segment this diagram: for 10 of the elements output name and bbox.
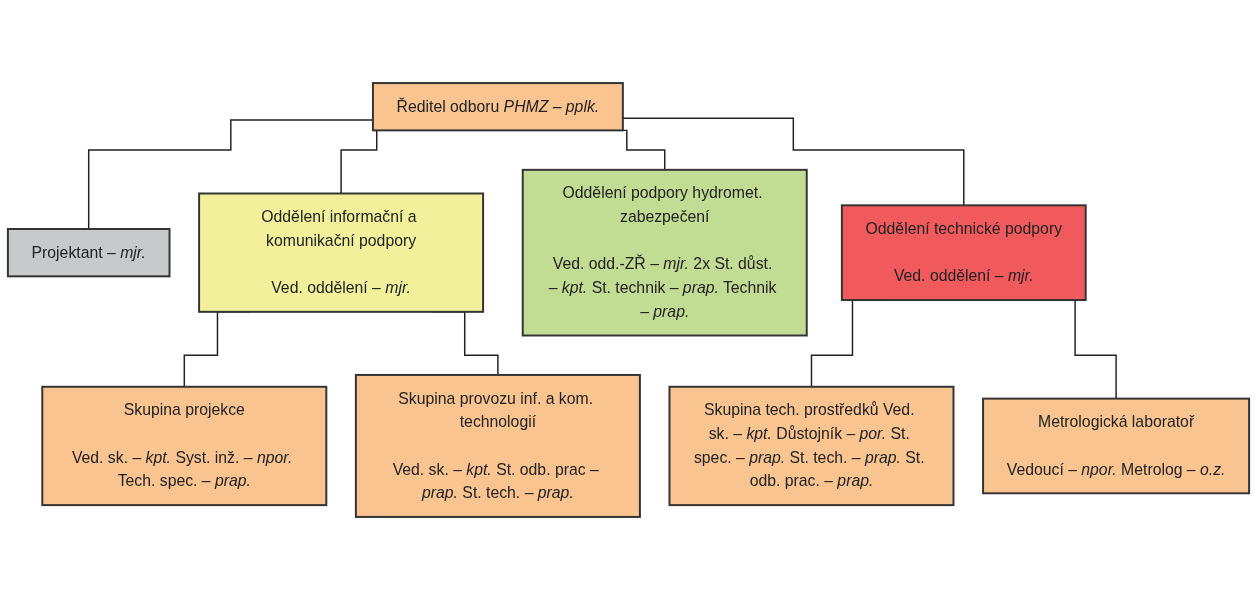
- node-box: Skupina tech. prostředků Ved. sk. – kpt. Důstojník – por. St. spec. – prap. St. tech. – prap. St. odb. prac. – prap.: [668, 385, 955, 507]
- node-box: Skupina provozu inf. a kom. technologií Ved. sk. – kpt. St. odb. prac – prap. St. tech. – prap.: [354, 373, 641, 518]
- node-box: Projektant – mjr.: [6, 228, 171, 278]
- node-box: Ředitel odboru PHMZ – pplk.: [371, 82, 624, 132]
- node-box: Metrologická laboratoř Vedoucí – npor. Metrolog – o.z.: [982, 397, 1251, 495]
- connector: [622, 117, 965, 207]
- node-box: Oddělení podpory hydromet. zabezpečení Ved. odd.-ZŘ – mjr. 2x St. důst. – kpt. St. technik – prap. Technik – prap.: [521, 168, 808, 337]
- node-box: Skupina projekce Ved. sk. – kpt. Syst. inž. – npor. Tech. spec. – prap.: [41, 385, 328, 507]
- node-box: Oddělení informační a komunikační podpory Ved. oddělení – mjr.: [198, 192, 485, 313]
- node-box: Oddělení technické podpory Ved. oddělení – mjr.: [840, 204, 1087, 301]
